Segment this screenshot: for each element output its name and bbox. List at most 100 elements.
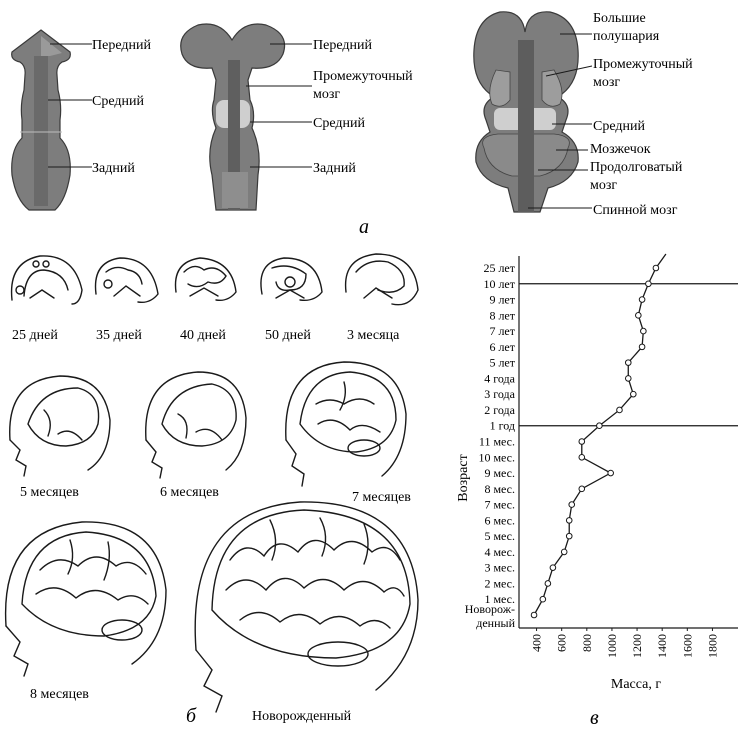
y-tick-label: 3 года: [484, 387, 515, 401]
label-spinal-cord: Спинной мозг: [593, 203, 678, 218]
embryo-35-days: [94, 257, 159, 304]
caption-5-months: 5 месяцев: [20, 485, 79, 500]
y-tick-label: 2 мес.: [484, 576, 515, 590]
label-diencephalon-2b: мозг: [313, 87, 340, 102]
y-tick-label: 11 мес.: [479, 435, 515, 449]
y-tick-label: 8 лет: [489, 308, 515, 322]
x-tick-label: 600: [555, 634, 569, 652]
y-tick-label: 10 мес.: [478, 450, 515, 464]
data-point: [652, 264, 660, 272]
y-tick-label: 10 лет: [483, 277, 515, 291]
label-cerebellum: Мозжечок: [590, 142, 651, 157]
data-point: [549, 564, 557, 571]
data-point: [578, 453, 586, 461]
data-point: [635, 312, 642, 319]
y-tick-label: 2 года: [484, 403, 515, 417]
diencephalon-right: [541, 69, 563, 107]
caption-6-months: 6 месяцев: [160, 485, 219, 500]
stage2-leaders: [246, 43, 312, 168]
embryo-3-months: [344, 253, 419, 306]
y-tick-label: Новорож-: [465, 602, 515, 616]
label-forebrain-1: Передний: [92, 38, 151, 53]
y-tick-label: 5 мес.: [484, 529, 515, 543]
caption-40-days: 40 дней: [180, 328, 226, 343]
x-tick-label: 1000: [605, 634, 619, 658]
label-diencephalon-2: Промежуточный: [313, 69, 413, 84]
label-diencephalon-3b: мозг: [593, 75, 620, 90]
embryo-25-days: [10, 255, 83, 305]
data-point: [565, 532, 573, 540]
caption-50-days: 50 дней: [265, 328, 311, 343]
panel-b: [4, 253, 419, 713]
panel-a: Передний Средний Задний Передний Промежу…: [11, 11, 693, 238]
y-tick-label: 8 мес.: [484, 482, 515, 496]
label-diencephalon-3: Промежуточный: [593, 57, 693, 72]
y-tick-label: денный: [476, 616, 515, 630]
neural-tube-five-vesicles: [180, 23, 286, 211]
label-midbrain-3: Средний: [593, 119, 645, 134]
y-tick-label: 6 мес.: [484, 513, 515, 527]
y-tick-label: 7 лет: [489, 324, 515, 338]
brain-mass-chart: Новорож-денный 1 мес. 2 мес.3 мес. 4 мес. 5 …: [456, 253, 738, 729]
panel-letter-a: а: [359, 216, 369, 238]
label-forebrain-2: Передний: [313, 38, 372, 53]
data-point: [638, 343, 646, 351]
panel-letter-b: б: [186, 705, 197, 727]
stage3-leaders: [528, 33, 593, 209]
data-point: [616, 406, 623, 414]
x-tick-label: 1800: [705, 634, 719, 658]
y-tick-label: 9 мес.: [484, 466, 515, 480]
x-tick-label: 1400: [655, 634, 669, 658]
data-point: [544, 580, 552, 587]
data-point: [596, 422, 603, 430]
data-point: [568, 501, 576, 508]
neural-tube-three-vesicles: [11, 29, 71, 211]
data-points: [530, 264, 660, 619]
data-point: [578, 485, 586, 493]
brain-8-months: [4, 521, 167, 677]
y-tick-label: 4 года: [484, 371, 515, 385]
brain-newborn: [194, 501, 419, 713]
data-point: [560, 548, 568, 556]
y-tick-label: 3 мес.: [484, 561, 515, 575]
data-point: [645, 280, 652, 288]
neural-canal: [34, 56, 48, 206]
caption-3-months: 3 месяца: [347, 328, 400, 343]
x-tick-label: 1600: [680, 634, 694, 658]
stage1-leaders: [48, 43, 92, 168]
x-tick-label: 1200: [630, 634, 644, 658]
label-hindbrain-2: Задний: [313, 161, 356, 176]
panel-b-captions: 25 дней 35 дней 40 дней 50 дней 3 месяца…: [12, 328, 411, 727]
caption-7-months: 7 месяцев: [352, 490, 411, 505]
data-point: [624, 375, 632, 382]
y-tick-label: 25 лет: [483, 261, 515, 275]
series-line: [533, 253, 667, 616]
y-tick-label: 9 лет: [489, 293, 515, 307]
data-point: [640, 327, 647, 335]
label-medulla: Продолговатый: [590, 160, 683, 175]
y-axis-label: Возраст: [456, 454, 471, 501]
data-point: [638, 296, 646, 303]
y-tick-label: 4 мес.: [484, 545, 515, 559]
label-midbrain-2: Средний: [313, 116, 365, 131]
caption-8-months: 8 месяцев: [30, 687, 89, 702]
data-point: [565, 517, 573, 524]
label-midbrain-1: Средний: [92, 94, 144, 109]
brain-canal: [518, 40, 534, 212]
panel-letter-v: в: [590, 707, 599, 729]
brain-6-months: [145, 371, 247, 479]
spinal-region: [222, 172, 248, 208]
reference-lines: [519, 283, 738, 427]
label-hemispheres-b: полушария: [593, 29, 660, 44]
data-point: [629, 390, 637, 398]
y-tick-label: 1 мес.: [484, 592, 515, 606]
data-point: [607, 469, 614, 477]
data-point: [539, 595, 547, 603]
label-hemispheres: Большие: [593, 11, 646, 26]
label-hindbrain-1: Задний: [92, 161, 135, 176]
x-tick-label: 400: [530, 634, 544, 652]
caption-35-days: 35 дней: [96, 328, 142, 343]
y-tick-label: 7 мес.: [484, 498, 515, 512]
y-tick-label: 6 лет: [489, 340, 515, 354]
